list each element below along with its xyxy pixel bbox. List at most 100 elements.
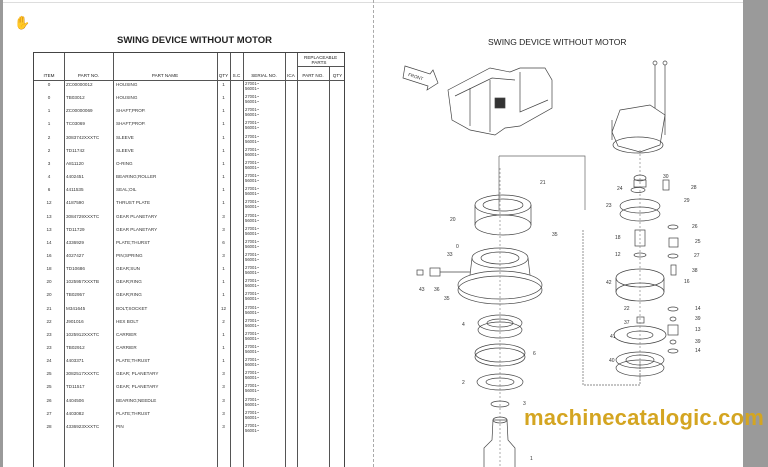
cell-serial-no: 27001~ (245, 396, 260, 402)
callout-42: 42 (606, 280, 612, 286)
cell-qty: 3 (222, 423, 225, 429)
cell-name: PLATE;THURST (116, 239, 151, 245)
cell-serial-no: 27001~ (245, 344, 260, 349)
cell-item: 18 (46, 266, 52, 272)
cell-name: PIN (116, 423, 124, 429)
header-replaceable-parts: REPLACEABLE PARTS (304, 55, 338, 65)
cell-serial-no: 27001~ (245, 238, 260, 244)
header-item: ITEM (43, 73, 55, 78)
cell-item: 13 (46, 226, 52, 232)
callout-29: 29 (684, 198, 690, 204)
callout-36: 36 (434, 287, 440, 293)
cell-serial-no: 56001~ (245, 243, 260, 249)
cell-part-no: TD11517 (66, 384, 85, 390)
cell-serial-no: 56001~ (245, 86, 260, 91)
cell-part-no: M341645 (66, 305, 86, 311)
cell-qty: 1 (222, 345, 225, 350)
cell-serial-no: 56001~ (245, 151, 260, 157)
cell-serial-no: 56001~ (245, 217, 260, 223)
cell-part-no: 4336929 (66, 239, 84, 245)
callout-35: 35 (552, 232, 558, 238)
cell-part-no: TC03069 (66, 121, 85, 127)
callout-14: 14 (695, 348, 701, 354)
cell-item: 23 (46, 331, 52, 337)
cell-part-no: ZC00000069 (66, 108, 93, 114)
cell-qty: 1 (222, 200, 225, 206)
callout-28: 28 (691, 185, 697, 191)
cell-name: SHAFT;PROP. (116, 121, 146, 127)
cell-serial-no: 27001~ (245, 291, 260, 297)
cell-item: 27 (46, 410, 52, 416)
callout-0: 0 (456, 244, 459, 250)
cell-qty: 3 (222, 410, 225, 416)
cell-serial-no: 27001~ (245, 212, 260, 218)
cell-name: SHAFT;PROP. (116, 108, 146, 114)
swing-motor (611, 60, 668, 154)
page-divider (373, 0, 374, 467)
cell-qty: 1 (222, 82, 225, 87)
cell-part-no: 4336923XXXTC (66, 423, 100, 429)
cell-qty: 1 (222, 95, 225, 101)
cell-serial-no: 56001~ (245, 296, 260, 302)
cell-part-no: 4404506 (66, 397, 84, 403)
cell-serial-no: 56001~ (245, 112, 260, 118)
callout-39: 39 (695, 316, 701, 322)
cell-part-no: TB02912 (66, 345, 85, 350)
cell-qty: 1 (222, 108, 225, 114)
cell-serial-no: 56001~ (245, 230, 260, 236)
cell-qty: 1 (222, 134, 225, 140)
cell-serial-no: 56001~ (245, 283, 260, 289)
cell-serial-no: 56001~ (245, 375, 260, 381)
cell-qty: 1 (222, 292, 225, 298)
cell-item: 13 (46, 213, 52, 219)
cell-part-no: TB03012 (66, 95, 85, 101)
cell-name: CARRIER (116, 345, 137, 350)
cell-name: GEAR PLANETARY (116, 226, 158, 232)
cell-serial-no: 27001~ (245, 173, 260, 179)
cell-serial-no: 56001~ (245, 270, 260, 276)
cell-serial-no: 56001~ (245, 349, 260, 354)
header-rp-part-no: PART NO. (302, 73, 324, 78)
left-page-title: SWING DEVICE WITHOUT MOTOR (117, 35, 272, 46)
planetary-carrier-stack (613, 150, 679, 385)
bearing-roller (477, 314, 523, 339)
cell-part-no: A811120 (66, 160, 84, 166)
callout-24: 24 (617, 186, 623, 192)
cell-serial-no: 56001~ (245, 191, 260, 197)
cell-name: GEAR; PLANETARY (116, 371, 159, 377)
callout-35: 35 (444, 296, 450, 302)
cell-serial-no: 56001~ (245, 256, 260, 262)
cell-serial-no: 27001~ (245, 107, 260, 113)
cell-part-no: ZC00000012 (66, 82, 93, 87)
cell-serial-no: 27001~ (245, 133, 260, 139)
cell-item: 2 (47, 147, 51, 153)
cell-part-no: 1025957XXXTB (66, 279, 99, 285)
cell-serial-no: 27001~ (245, 81, 260, 86)
cell-name: PLATE;THRUST (116, 358, 151, 364)
cell-qty: 3 (222, 397, 225, 403)
cell-name: SLEEVE (116, 134, 134, 140)
cell-item: 14 (46, 239, 52, 245)
cell-serial-no: 56001~ (245, 138, 260, 144)
cell-serial-no: 27001~ (245, 370, 260, 376)
cell-name: SEAL;OIL (116, 187, 137, 193)
cell-part-no: TB02957 (66, 292, 85, 298)
cell-serial-no: 27001~ (245, 251, 260, 257)
cell-name: GEAR;RING (116, 292, 142, 298)
right-page-title: SWING DEVICE WITHOUT MOTOR (488, 37, 627, 47)
cell-item: 12 (46, 200, 52, 206)
cell-serial-no: 27001~ (245, 265, 260, 271)
callout-21: 21 (540, 180, 546, 186)
cell-item: 22 (46, 318, 52, 324)
cell-serial-no: 27001~ (245, 357, 260, 363)
cell-part-no: TD10686 (66, 266, 85, 272)
callout-14: 14 (695, 306, 701, 312)
callout-23: 23 (606, 203, 612, 209)
cell-serial-no: 27001~ (245, 199, 260, 205)
ring-gear (474, 194, 532, 236)
excavator-upper-structure (447, 67, 553, 136)
cell-serial-no: 56001~ (245, 388, 260, 394)
cell-name: BOLT;SOCKET (116, 305, 148, 311)
cell-item: 4 (47, 174, 51, 180)
callout-18: 18 (615, 235, 621, 241)
